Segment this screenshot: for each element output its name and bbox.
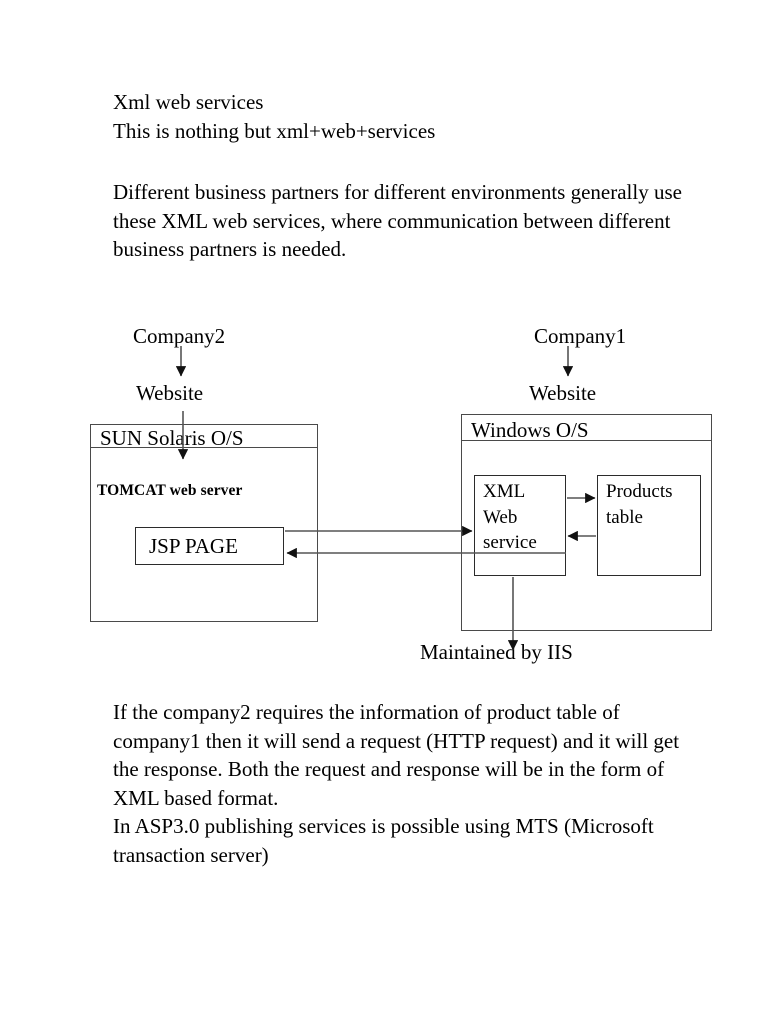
windows-divider-line [461, 440, 712, 441]
diagram-label-company2: Company2 [133, 324, 226, 348]
maintained-by-iis-label: Maintained by IIS [420, 640, 573, 664]
windows-os-box [461, 414, 712, 631]
xml-web-service-box: XML Web service [474, 475, 566, 576]
windows-os-caption: Windows O/S [471, 418, 589, 442]
solaris-os-caption: SUN Solaris O/S [100, 426, 244, 450]
products-table-label: Products table [606, 481, 673, 528]
jsp-page-label: JSP PAGE [149, 534, 238, 558]
architecture-diagram: Company2 Website Company1 Website SUN So… [0, 310, 768, 685]
explanation-paragraph: If the company2 requires the information… [113, 700, 680, 867]
products-table-box: Products table [597, 475, 701, 576]
diagram-label-company1: Company1 [534, 324, 627, 348]
intro-paragraph: Xml web services This is nothing but xml… [113, 90, 436, 143]
solaris-os-box [90, 424, 318, 622]
diagram-label-website-left: Website [136, 381, 204, 405]
jsp-page-box: JSP PAGE [135, 527, 284, 565]
solaris-divider-line [90, 447, 318, 448]
purpose-paragraph: Different business partners for differen… [113, 180, 688, 262]
xml-web-service-label: XML Web service [483, 481, 537, 553]
diagram-label-website-right: Website [529, 381, 597, 405]
tomcat-server-label: TOMCAT web server [97, 482, 243, 499]
